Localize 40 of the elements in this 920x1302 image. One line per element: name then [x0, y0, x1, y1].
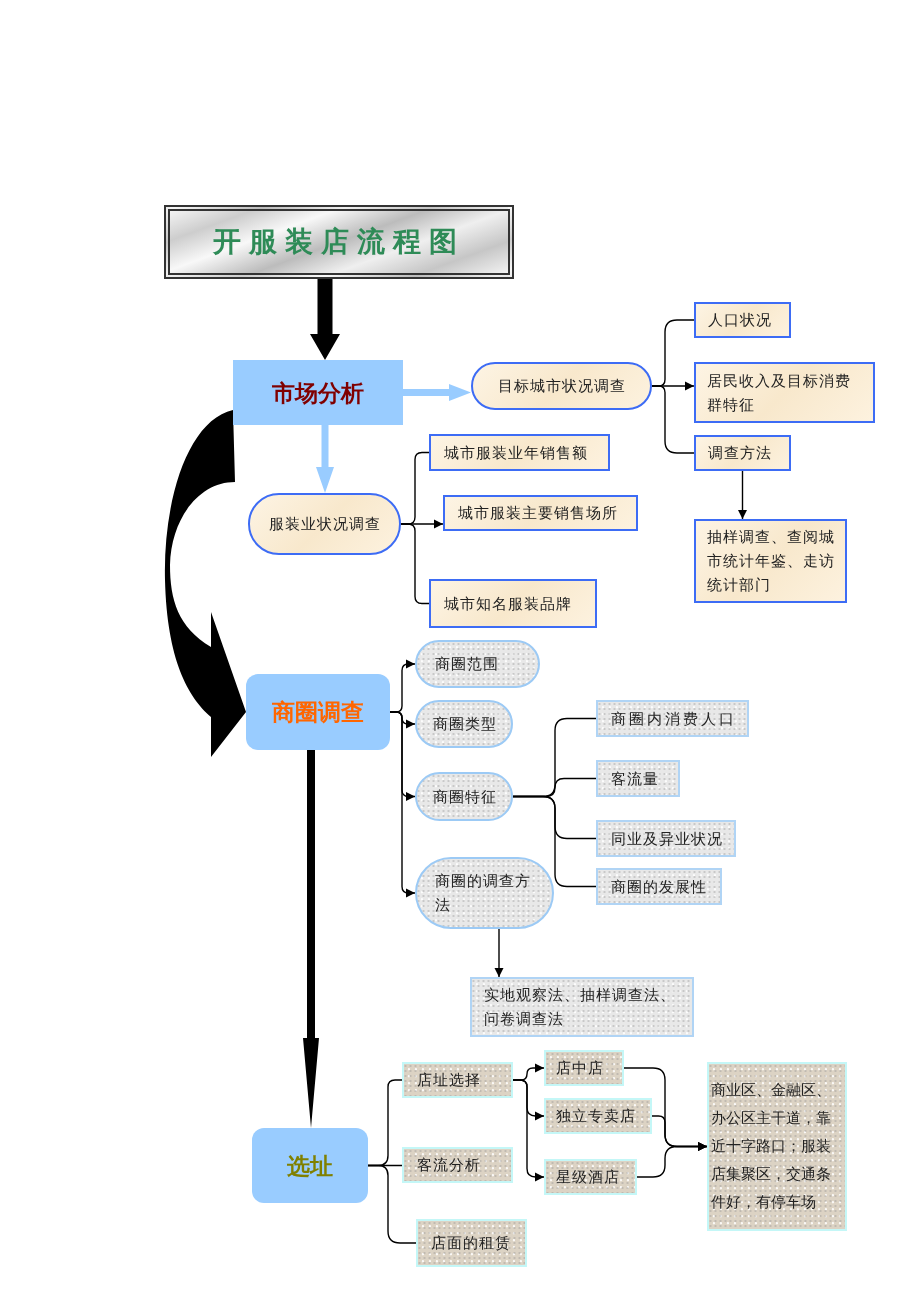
item-box: 客流量: [596, 760, 680, 797]
stage-box: 商圈调查: [246, 674, 390, 750]
topic-pill: 商圈特征: [415, 772, 513, 821]
connector-line: [651, 385, 695, 454]
topic-pill: 目标城市状况调查: [471, 362, 652, 410]
item-box: 独立专卖店: [544, 1098, 652, 1134]
topic-pill: 服装业状况调查: [248, 493, 401, 555]
arrow: [636, 1142, 708, 1178]
item-box: 同业及异业状况: [596, 820, 736, 857]
item-box: 城市服装主要销售场所: [443, 495, 638, 531]
item-box: 调查方法: [694, 435, 791, 471]
item-box: 城市知名服装品牌: [429, 579, 597, 628]
item-box: 人口状况: [694, 302, 791, 338]
item-box: 商业区、金融区、办公区主干道，靠近十字路口；服装店集聚区，交通条件好，有停车场: [707, 1062, 847, 1231]
arrow: [512, 1079, 545, 1182]
arrow: [738, 470, 747, 520]
block-arrow: [310, 279, 340, 360]
stage-box: 选址: [252, 1128, 368, 1203]
item-box: 店面的租赁: [416, 1219, 527, 1267]
arrow: [494, 928, 504, 978]
topic-pill: 商圈范围: [415, 640, 540, 688]
arrow: [389, 711, 416, 898]
title-banner: 开服装店流程图: [164, 205, 514, 279]
item-box: 抽样调查、查阅城市统计年鉴、走访统计部门: [694, 519, 847, 603]
item-box: 居民收入及目标消费群特征: [694, 362, 875, 423]
item-box: 星级酒店: [544, 1159, 637, 1195]
item-box: 客流分析: [402, 1147, 513, 1183]
item-box: 实地观察法、抽样调查法、问卷调查法: [470, 977, 694, 1037]
block-arrow: [403, 384, 471, 401]
block-arrow: [316, 425, 334, 493]
topic-pill: 商圈类型: [415, 700, 513, 748]
stage-box: 市场分析: [233, 360, 403, 425]
item-box: 城市服装业年销售额: [429, 434, 610, 471]
item-box: 商圈内消费人口: [596, 700, 749, 737]
item-box: 商圈的发展性: [596, 868, 722, 905]
connector-line: [367, 1164, 417, 1244]
item-box: 店中店: [544, 1050, 624, 1086]
connector-line: [512, 795, 597, 888]
topic-pill: 商圈的调查方法: [415, 857, 554, 929]
item-box: 店址选择: [402, 1062, 513, 1098]
